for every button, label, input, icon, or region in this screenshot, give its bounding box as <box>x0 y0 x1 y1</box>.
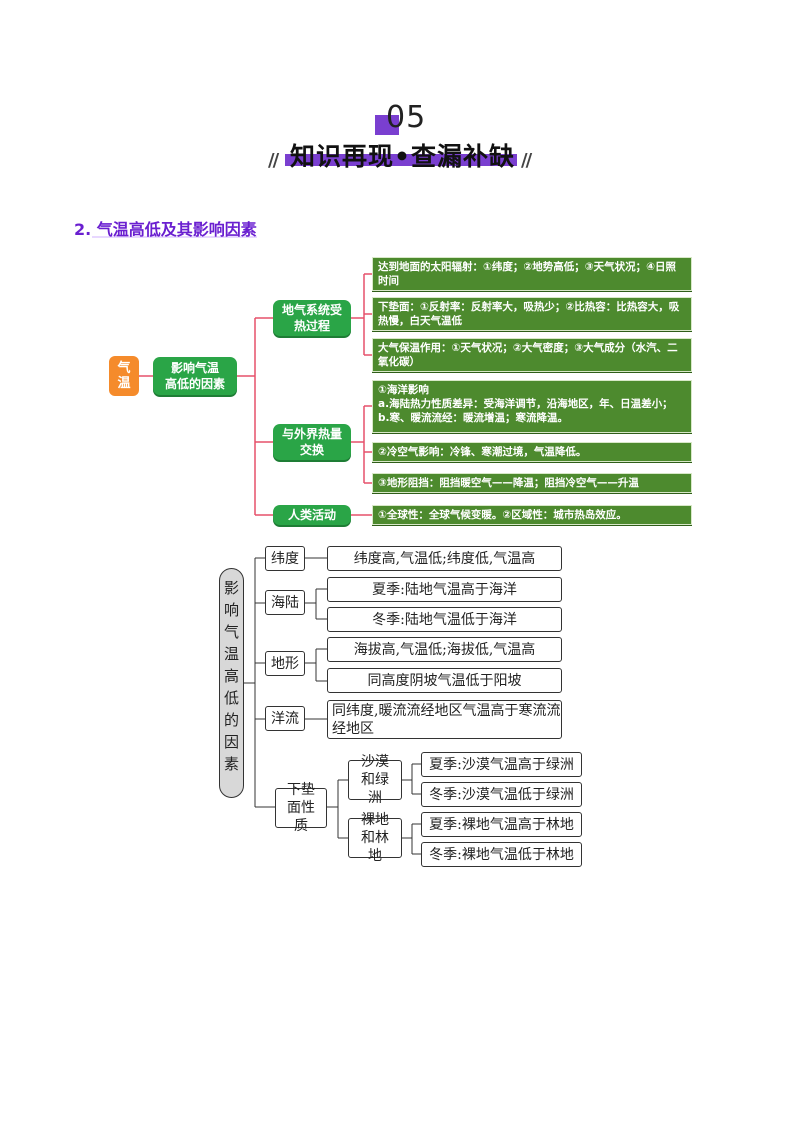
section-title-underline <box>92 236 257 238</box>
title-decor-left: // <box>268 150 279 171</box>
page-title: 知识再现•查漏补缺 <box>290 142 515 171</box>
mindmap-2-root-text: 影响气温高低的因素 <box>223 579 239 773</box>
node-terrain: 地形 <box>265 651 305 676</box>
item-terrain-altitude: 海拔高,气温低;海拔低,气温高 <box>327 637 562 662</box>
node-bare-forest: 裸地和林地 <box>348 812 402 864</box>
item-latitude: 纬度高,气温低;纬度低,气温高 <box>327 546 562 571</box>
branch-external-heat-exchange: 与外界热量 交换 <box>273 424 351 460</box>
mindmap-2-root: 影响气温高低的因素 <box>219 568 244 798</box>
node-underlying-surface: 下垫面性质 <box>275 782 327 834</box>
section-title: 2. 气温高低及其影响因素 <box>74 220 257 239</box>
leaf-human-activity: ①全球性：全球气候变暖。②区域性：城市热岛效应。 <box>372 505 692 525</box>
node-ocean-current: 洋流 <box>265 706 305 731</box>
item-ocean-current: 同纬度,暖流流经地区气温高于寒流流经地区 <box>327 700 562 739</box>
leaf-underlying-surface: 下垫面：①反射率：反射率大，吸热少；②比热容：比热容大，吸热慢，白天气温低 <box>372 297 692 331</box>
item-land-sea-winter: 冬季:陆地气温低于海洋 <box>327 607 562 632</box>
leaf-cold-air-influence: ②冷空气影响：冷锋、寒潮过境，气温降低。 <box>372 442 692 462</box>
item-terrain-slope: 同高度阴坡气温低于阳坡 <box>327 668 562 693</box>
title-decor-right: // <box>521 150 532 171</box>
root-label-temperature: 气 温 <box>109 356 139 396</box>
item-land-sea-summer: 夏季:陆地气温高于海洋 <box>327 577 562 602</box>
node-land-sea: 海陆 <box>265 590 305 615</box>
leaf-ocean-influence: ①海洋影响 a.海陆热力性质差异：受海洋调节，沿海地区，年、日温差小； b.寒、… <box>372 380 692 433</box>
title-underline-bar <box>285 154 517 166</box>
mindmap-1-root: 影响气温 高低的因素 <box>153 357 237 395</box>
leaf-atmospheric-insulation: 大气保温作用：①天气状况；②大气密度；③大气成分（水汽、二氧化碳） <box>372 338 692 372</box>
node-latitude: 纬度 <box>265 546 305 571</box>
item-bare-forest-summer: 夏季:裸地气温高于林地 <box>421 812 582 837</box>
branch-earth-atmosphere-heating: 地气系统受 热过程 <box>273 300 351 336</box>
node-desert-oasis: 沙漠和绿洲 <box>348 754 402 806</box>
section-number: 05 <box>386 100 427 135</box>
branch-human-activity: 人类活动 <box>273 505 351 525</box>
item-desert-oasis-winter: 冬季:沙漠气温低于绿洲 <box>421 782 582 807</box>
item-desert-oasis-summer: 夏季:沙漠气温高于绿洲 <box>421 752 582 777</box>
leaf-terrain-blocking: ③地形阻挡：阻挡暖空气——降温；阻挡冷空气——升温 <box>372 473 692 493</box>
leaf-solar-radiation: 达到地面的太阳辐射：①纬度；②地势高低；③天气状况；④日照时间 <box>372 257 692 291</box>
item-bare-forest-winter: 冬季:裸地气温低于林地 <box>421 842 582 867</box>
number-accent-block <box>375 115 399 135</box>
